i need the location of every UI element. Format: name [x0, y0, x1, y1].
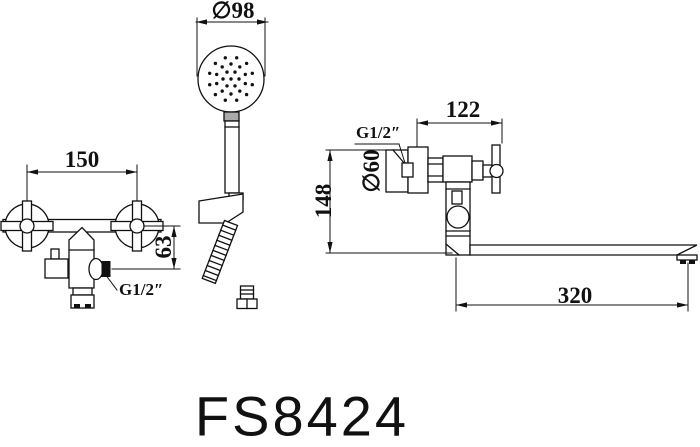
- hand-shower-drawing: [197, 45, 265, 310]
- dim-label-wall-height: 148: [311, 183, 336, 219]
- thread-leader-left: [104, 273, 118, 291]
- dim-label-body-depth: 122: [445, 97, 481, 122]
- thread-label-right: G1/2″: [356, 123, 401, 142]
- dim-label-escutcheon-diameter: ∅60: [359, 149, 384, 193]
- shower-hose: [201, 219, 239, 285]
- side-cross-handle-icon: [489, 144, 504, 194]
- dim-148-lines: [325, 149, 453, 254]
- dim-150-lines: [26, 164, 138, 201]
- dim-label-outlet-height: 63: [151, 235, 176, 259]
- left-cross-handle-icon: [0, 200, 54, 252]
- thread-label-left: G1/2″: [119, 280, 164, 299]
- right-mixer-drawing: [385, 144, 698, 264]
- thread-leader-right: [354, 143, 406, 164]
- dim-label-spout-length: 320: [557, 283, 593, 308]
- dim-320-lines: [455, 257, 689, 312]
- dim-phi98-lines: [195, 17, 269, 77]
- dim-122-lines: [416, 118, 503, 147]
- dim-label-head-diameter: ∅98: [211, 0, 255, 23]
- left-mixer-drawing: [0, 200, 164, 309]
- model-number: FS8424: [194, 384, 410, 447]
- spray-holes: [208, 56, 254, 102]
- dim-label-center-distance: 150: [64, 147, 100, 172]
- dim-63-lines: [111, 225, 181, 270]
